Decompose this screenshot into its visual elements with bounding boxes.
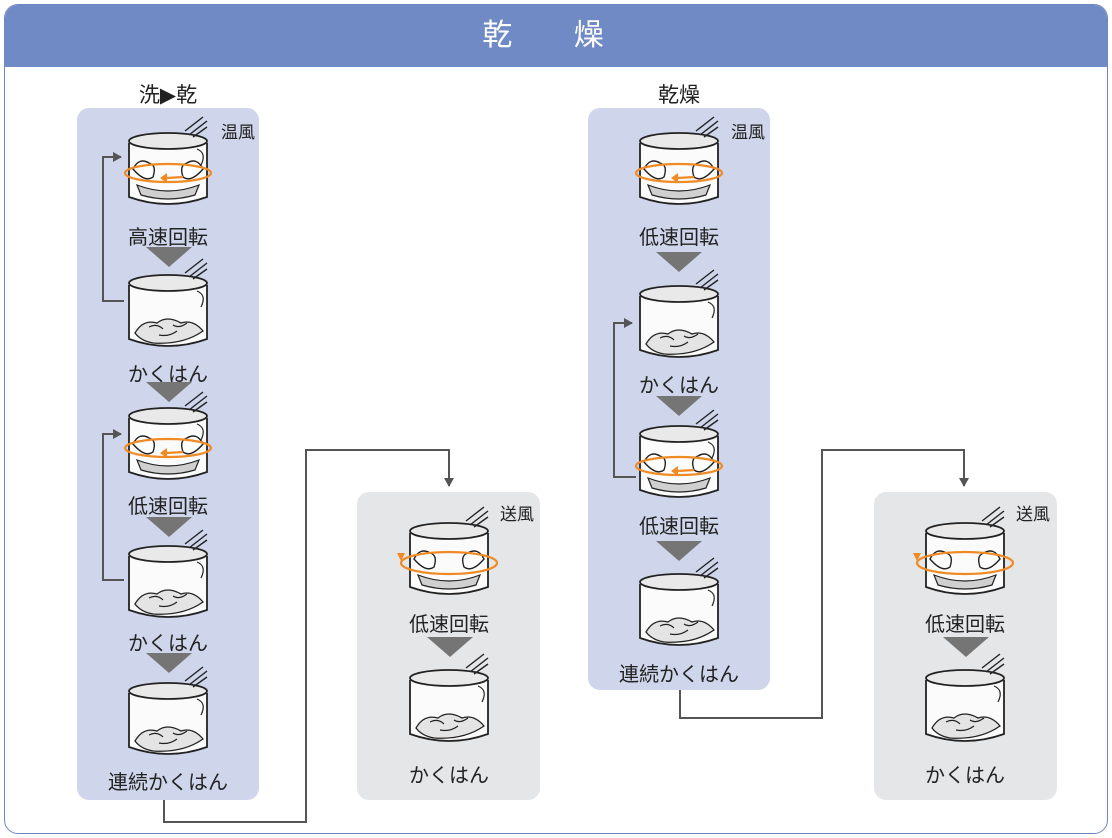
step-label: かくはん (128, 631, 208, 655)
drum-stir-icon (639, 269, 719, 358)
step-arrow (656, 252, 702, 272)
mode-label-cool-air: 送風 (500, 505, 534, 525)
title-bar: 乾 燥 (5, 5, 1107, 67)
drum-stir-icon (128, 258, 208, 347)
drum-stir-icon (925, 653, 1005, 742)
step-label: 低速回転 (925, 612, 1005, 636)
step-label: かくはん (409, 763, 489, 787)
drum-spin-icon (123, 391, 213, 480)
step-label: 低速回転 (409, 612, 489, 636)
drum-spin-icon (397, 506, 499, 595)
step-label: かくはん (925, 763, 1005, 787)
step-label: 連続かくはん (108, 770, 228, 794)
mode-label-cool-air: 送風 (1016, 505, 1050, 525)
step-label: 高速回転 (128, 225, 208, 249)
mode-label-hot-air: 温風 (221, 123, 255, 143)
step-arrow (146, 653, 192, 673)
step-label: 低速回転 (128, 494, 208, 518)
heading-wash-dry: 洗▶乾 (138, 83, 198, 107)
step-label: 低速回転 (639, 225, 719, 249)
step-label: 低速回転 (639, 514, 719, 538)
step-arrow (146, 382, 192, 402)
step-arrow (146, 247, 192, 267)
step-arrow (943, 637, 989, 657)
heading-dry: 乾燥 (658, 83, 700, 107)
step-arrow (656, 396, 702, 416)
drum-spin-icon (123, 116, 213, 205)
drum-stir-icon (639, 557, 719, 646)
mode-label-hot-air: 温風 (731, 123, 765, 143)
drum-stir-icon (128, 529, 208, 618)
drum-spin-icon (634, 116, 724, 205)
step-label: 連続かくはん (619, 662, 739, 686)
step-arrow (427, 637, 473, 657)
step-arrow (146, 517, 192, 537)
drum-stir-icon (128, 666, 208, 755)
drum-spin-icon (913, 506, 1015, 595)
drum-spin-icon (634, 409, 724, 498)
drum-stir-icon (409, 653, 489, 742)
step-label: かくはん (639, 373, 719, 397)
step-arrow (656, 541, 702, 561)
